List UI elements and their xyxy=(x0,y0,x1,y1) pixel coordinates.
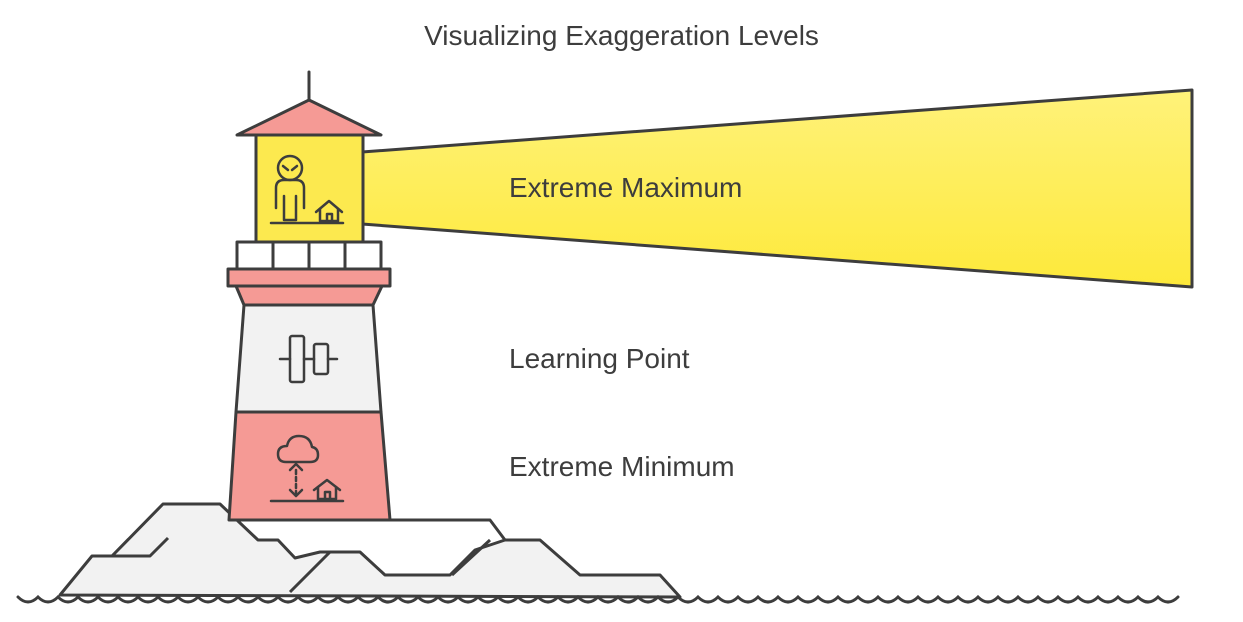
water-waves xyxy=(16,594,1180,604)
level-label-extreme-maximum: Extreme Maximum xyxy=(509,172,743,203)
person-with-house-icon xyxy=(269,154,345,225)
gallery-deck xyxy=(226,267,392,288)
tower-bottom-band xyxy=(227,410,392,522)
lighthouse-tower xyxy=(226,70,392,522)
diagram-title: Visualizing Exaggeration Levels xyxy=(424,20,819,51)
lighthouse-roof xyxy=(235,98,383,137)
level-label-learning-point: Learning Point xyxy=(509,343,690,374)
alignment-icon xyxy=(278,334,339,384)
light-beam xyxy=(360,88,1194,289)
lantern-room xyxy=(254,133,365,244)
tower-top-band xyxy=(234,284,384,307)
level-label-extreme-minimum: Extreme Minimum xyxy=(509,451,735,482)
cloud-down-house-icon xyxy=(269,434,345,503)
